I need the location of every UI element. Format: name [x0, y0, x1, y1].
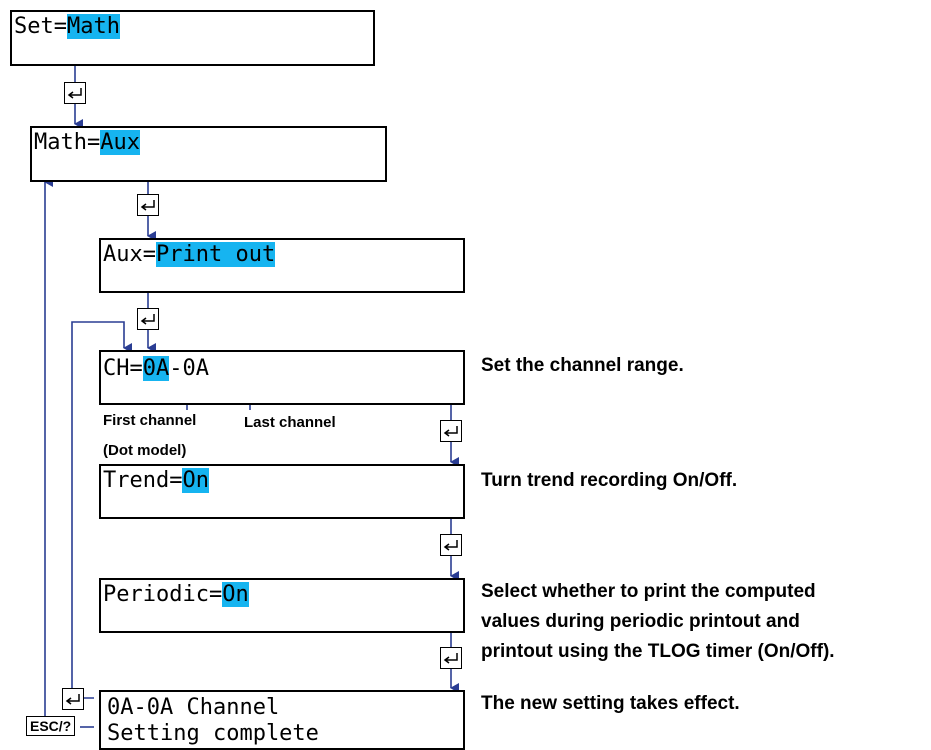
screen-ch: CH=0A-0A: [99, 350, 465, 405]
screen-complete-line2: Setting complete: [107, 721, 319, 746]
screen-aux: Aux=Print out: [99, 238, 465, 293]
desc-periodic-line1: Select whether to print the computed: [481, 581, 816, 602]
screen-ch-prefix: CH=: [103, 356, 143, 381]
screen-periodic: Periodic=On: [99, 578, 465, 633]
screen-complete: 0A-0A Channel Setting complete: [99, 690, 465, 750]
note-first-channel: First channel: [103, 412, 197, 429]
note-last-channel: Last channel: [244, 414, 336, 431]
screen-ch-value: 0A: [142, 356, 170, 381]
screen-trend-value: On: [182, 468, 209, 493]
desc-complete: The new setting takes effect.: [481, 693, 740, 714]
screen-periodic-prefix: Periodic=: [103, 582, 223, 607]
screen-math: Math=Aux: [30, 126, 387, 182]
screen-set-prefix: Set=: [14, 14, 67, 39]
enter-key-icon[interactable]: [440, 534, 462, 556]
note-dot-model: (Dot model): [103, 442, 187, 459]
screen-complete-line1: 0A-0A Channel: [107, 695, 280, 720]
screen-set-value: Math: [66, 14, 120, 39]
desc-periodic-line3: printout using the TLOG timer (On/Off).: [481, 641, 835, 662]
screen-math-prefix: Math=: [34, 130, 101, 155]
enter-key-icon[interactable]: [64, 82, 86, 104]
screen-aux-prefix: Aux=: [103, 242, 156, 267]
screen-periodic-value: On: [222, 582, 249, 607]
screen-set: Set=Math: [10, 10, 375, 66]
enter-key-icon[interactable]: [137, 194, 159, 216]
esc-key[interactable]: ESC/?: [26, 716, 76, 736]
screen-ch-suffix: -0A: [169, 356, 209, 381]
desc-channel-range: Set the channel range.: [481, 355, 684, 376]
screen-trend: Trend=On: [99, 464, 465, 519]
screen-trend-prefix: Trend=: [103, 468, 183, 493]
enter-key-icon[interactable]: [137, 308, 159, 330]
enter-key-icon[interactable]: [440, 420, 462, 442]
enter-key-icon[interactable]: [62, 688, 84, 710]
enter-key-icon[interactable]: [440, 647, 462, 669]
arrow-loop-to-ch: [71, 321, 132, 688]
screen-aux-value: Print out: [155, 242, 276, 267]
screen-math-value: Aux: [100, 130, 140, 155]
desc-periodic-line2: values during periodic printout and: [481, 611, 800, 632]
desc-trend: Turn trend recording On/Off.: [481, 470, 738, 491]
